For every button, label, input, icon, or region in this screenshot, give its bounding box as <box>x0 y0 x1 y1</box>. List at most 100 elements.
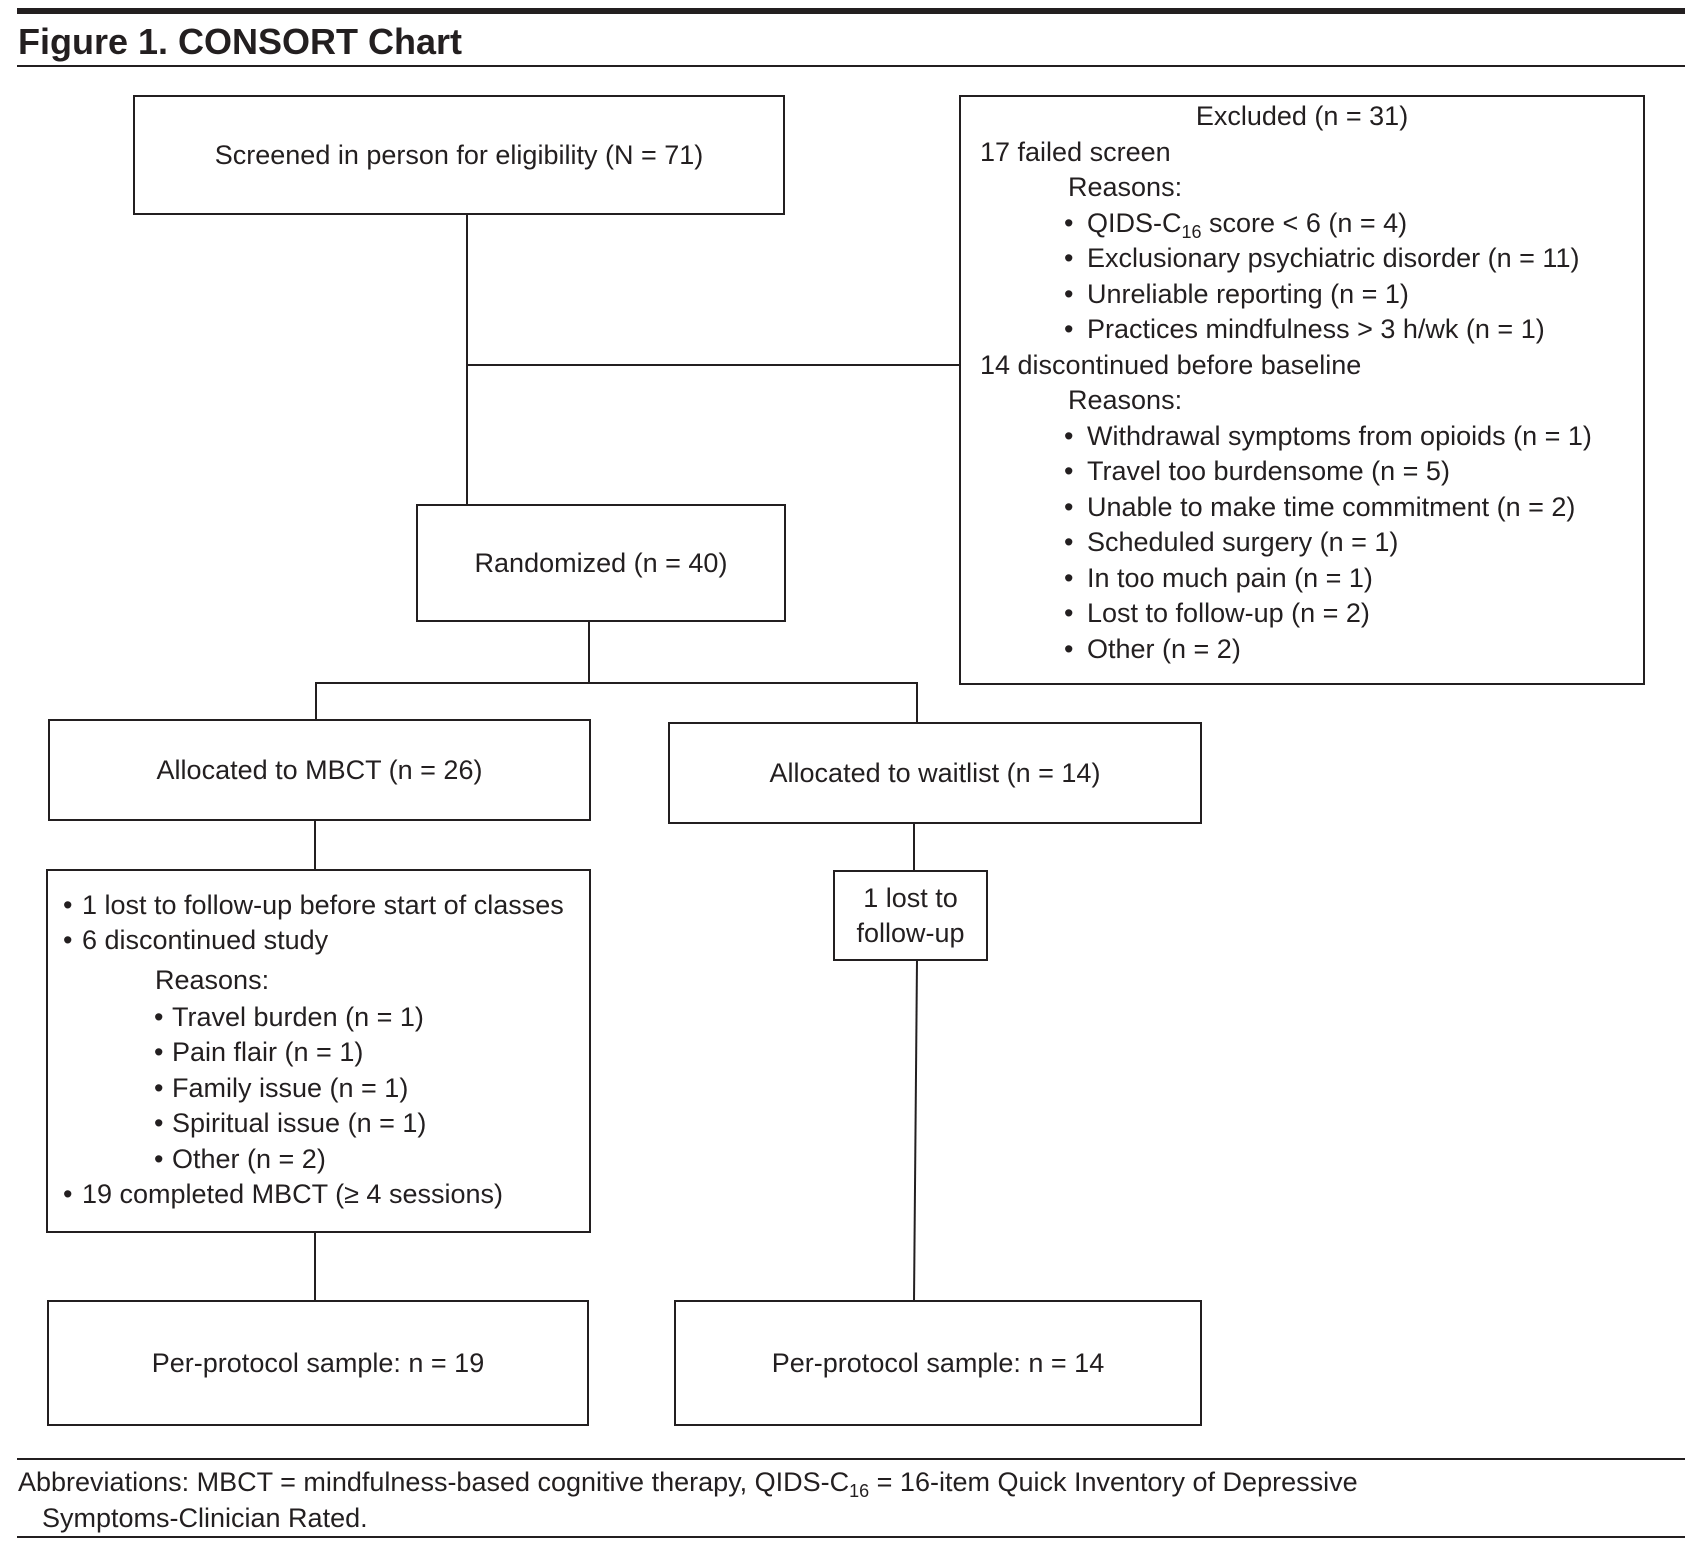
excluded-box: Excluded (n = 31) 17 failed screen Reaso… <box>959 95 1645 685</box>
footnote-line2: Symptoms-Clinician Rated. <box>42 1503 368 1533</box>
item-text: 1 lost to follow-up before start of clas… <box>82 890 564 920</box>
mbct-reason: • Other (n = 2) <box>154 1142 326 1177</box>
reason-text: Lost to follow-up (n = 2) <box>1087 598 1370 628</box>
bullet-icon: • <box>154 1002 164 1032</box>
reason-text: Pain flair (n = 1) <box>172 1037 364 1067</box>
mbct-completed: •19 completed MBCT (≥ 4 sessions) <box>63 1177 503 1212</box>
connector-to-waitlist <box>916 682 918 723</box>
connector-to-excluded <box>466 364 960 366</box>
footnote: Abbreviations: MBCT = mindfulness-based … <box>18 1464 1358 1536</box>
randomized-label: Randomized (n = 40) <box>474 547 728 578</box>
bullet-icon: • <box>154 1037 164 1067</box>
mbct-allocation-label: Allocated to MBCT (n = 26) <box>156 754 483 785</box>
excluded-header: Excluded (n = 31) <box>1195 101 1409 131</box>
footnote-text: Abbreviations: MBCT = mindfulness-based … <box>18 1467 850 1497</box>
bullet-icon: • <box>1064 456 1074 486</box>
discontinued-reason: • In too much pain (n = 1) <box>1064 561 1373 596</box>
waitlist-per-protocol-box: Per-protocol sample: n = 14 <box>674 1300 1202 1426</box>
discontinued-reasons-label: Reasons: <box>1068 385 1183 415</box>
reason-text: Scheduled surgery (n = 1) <box>1087 527 1399 557</box>
connector-mbct-followup-down <box>314 1232 316 1301</box>
bullet-icon: • <box>1064 634 1074 664</box>
discontinued-reason: • Scheduled surgery (n = 1) <box>1064 525 1398 560</box>
waitlist-lost-line1: 1 lost to <box>863 882 958 913</box>
footnote-line1: Abbreviations: MBCT = mindfulness-based … <box>18 1464 1358 1500</box>
bullet-icon: • <box>63 925 73 955</box>
footnote-subscript: 16 <box>849 1481 870 1501</box>
mbct-followup-item: • 6 discontinued study <box>63 923 328 958</box>
reason-text: Other (n = 2) <box>172 1144 326 1174</box>
discontinued-reason: • Other (n = 2) <box>1064 632 1241 667</box>
reason-text: Family issue (n = 1) <box>172 1073 409 1103</box>
failed-reason-unreliable: • Unreliable reporting (n = 1) <box>1064 277 1409 312</box>
discontinued-label: 14 discontinued before baseline <box>980 350 1362 380</box>
mbct-per-protocol-label: Per-protocol sample: n = 19 <box>151 1347 485 1378</box>
reason-text: Unreliable reporting (n = 1) <box>1087 279 1409 309</box>
waitlist-allocation-label: Allocated to waitlist (n = 14) <box>769 757 1101 788</box>
connector-randomized-down <box>588 620 590 683</box>
discontinued-reason: • Travel too burdensome (n = 5) <box>1064 454 1450 489</box>
title-underline-rule <box>17 65 1685 67</box>
bullet-icon: • <box>63 890 73 920</box>
bullet-icon: • <box>1064 314 1074 344</box>
reason-text: Unable to make time commitment (n = 2) <box>1087 492 1576 522</box>
bullet-icon: • <box>1064 492 1074 522</box>
failed-screen-label: 17 failed screen <box>980 137 1171 167</box>
failed-reasons-label: Reasons: <box>1068 172 1183 202</box>
reason-text: Withdrawal symptoms from opioids (n = 1) <box>1087 421 1592 451</box>
bullet-icon: • <box>154 1108 164 1138</box>
reason-text: Travel too burdensome (n = 5) <box>1087 456 1450 486</box>
bullet-icon: • <box>1064 243 1074 273</box>
bullet-icon: • <box>1064 598 1074 628</box>
bullet-icon: • <box>154 1144 164 1174</box>
bullet-icon: • <box>1064 421 1074 451</box>
qids-prefix: QIDS-C <box>1087 208 1182 238</box>
mbct-reason: • Family issue (n = 1) <box>154 1071 408 1106</box>
randomized-box: Randomized (n = 40) <box>416 504 786 622</box>
bullet-icon: • <box>63 1179 73 1209</box>
connector-screened-down <box>466 214 468 505</box>
discontinued-reason: • Lost to follow-up (n = 2) <box>1064 596 1370 631</box>
bullet-icon: • <box>1064 527 1074 557</box>
footnote-bottom-rule <box>17 1536 1685 1538</box>
qids-suffix: score < 6 (n = 4) <box>1201 208 1408 238</box>
mbct-reason: • Pain flair (n = 1) <box>154 1035 363 1070</box>
failed-reason-qids: • QIDS-C16 score < 6 (n = 4) <box>1064 206 1407 241</box>
waitlist-per-protocol-label: Per-protocol sample: n = 14 <box>771 1347 1105 1378</box>
waitlist-allocation-box: Allocated to waitlist (n = 14) <box>668 722 1202 824</box>
connector-split-horizontal <box>315 682 918 684</box>
mbct-per-protocol-box: Per-protocol sample: n = 19 <box>47 1300 589 1426</box>
reason-text: Practices mindfulness > 3 h/wk (n = 1) <box>1087 314 1545 344</box>
connector-to-mbct <box>315 682 317 720</box>
bullet-icon: • <box>154 1073 164 1103</box>
mbct-reason: • Travel burden (n = 1) <box>154 1000 424 1035</box>
mbct-followup-item: • 1 lost to follow-up before start of cla… <box>63 888 564 923</box>
bullet-icon: • <box>1064 279 1074 309</box>
waitlist-lost-line2: follow-up <box>856 917 965 948</box>
reason-text: Exclusionary psychiatric disorder (n = 1… <box>1087 243 1580 273</box>
bullet-icon: • <box>1064 208 1074 238</box>
failed-reason-psychiatric: • Exclusionary psychiatric disorder (n = … <box>1064 241 1579 276</box>
screened-label: Screened in person for eligibility (N = … <box>214 139 704 170</box>
qids-subscript: 16 <box>1181 222 1202 242</box>
mbct-reason: • Spiritual issue (n = 1) <box>154 1106 426 1141</box>
reason-text: Other (n = 2) <box>1087 634 1241 664</box>
reason-text: In too much pain (n = 1) <box>1087 563 1373 593</box>
discontinued-reason: • Unable to make time commitment (n = 2) <box>1064 490 1575 525</box>
footnote-top-rule <box>17 1458 1685 1460</box>
item-text: 6 discontinued study <box>82 925 329 955</box>
reason-text: Travel burden (n = 1) <box>172 1002 424 1032</box>
top-thick-rule <box>17 8 1685 14</box>
screened-box: Screened in person for eligibility (N = … <box>133 95 785 215</box>
connector-waitlist-down <box>913 823 915 871</box>
figure-title: Figure 1. CONSORT Chart <box>18 21 463 62</box>
connector-waitlist-followup-line <box>913 959 918 1302</box>
mbct-reasons-label: Reasons: <box>155 965 270 995</box>
discontinued-reason: • Withdrawal symptoms from opioids (n = 1… <box>1064 419 1592 454</box>
bullet-icon: • <box>1064 563 1074 593</box>
mbct-followup-box: • 1 lost to follow-up before start of cla… <box>46 869 591 1233</box>
connector-mbct-down <box>314 820 316 870</box>
reason-text: Spiritual issue (n = 1) <box>172 1108 427 1138</box>
waitlist-lost-box: 1 lost to follow-up <box>833 870 988 961</box>
footnote-text: = 16-item Quick Inventory of Depressive <box>869 1467 1358 1497</box>
